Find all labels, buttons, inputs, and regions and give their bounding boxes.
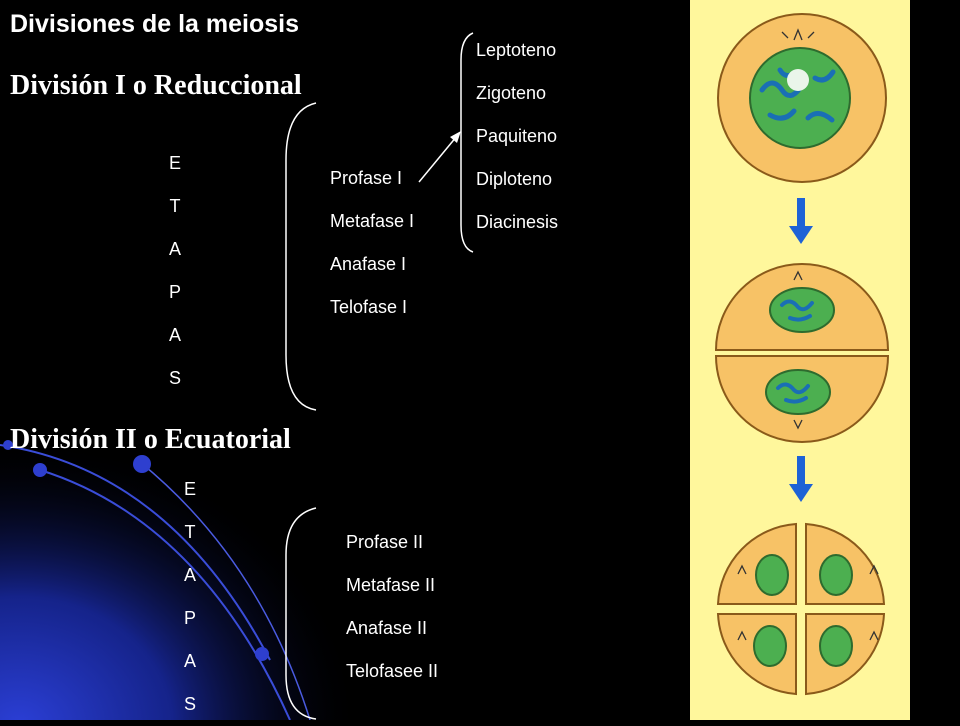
meiosis-cells-diagram [714, 13, 890, 696]
etapas-letter: A [168, 325, 181, 345]
substage-leptoteno: Leptoteno [476, 40, 557, 60]
division-1-phases: Profase I Metafase I Anafase I Telofase … [330, 157, 414, 329]
phase-anaphase-2: Anafase II [346, 618, 428, 638]
division-1-bracket [285, 102, 317, 411]
etapas-letter: A [183, 651, 196, 671]
division-2-etapas-label: E T A P A S [180, 468, 200, 726]
etapas-letter: P [183, 608, 196, 628]
etapas-letter: A [183, 565, 196, 585]
prophase-substages: Leptoteno Zigoteno Paquiteno Diploteno D… [476, 29, 558, 244]
division-2-heading: División II o Ecuatorial [10, 424, 291, 455]
etapas-letter: E [168, 153, 181, 173]
phase-metaphase-1: Metafase I [330, 211, 415, 231]
division-2-bracket [285, 507, 317, 720]
etapas-letter: S [168, 368, 181, 388]
phase-prophase-1: Profase I [330, 168, 403, 188]
etapas-letter: E [183, 479, 196, 499]
division-2-phases: Profase II Metafase II Anafase II Telofa… [346, 521, 438, 693]
etapas-letter: A [168, 239, 181, 259]
substage-diacinesis: Diacinesis [476, 212, 559, 232]
two-daughter-cells [714, 263, 890, 443]
arrow-icon [418, 131, 461, 183]
down-arrow-icon [789, 456, 813, 502]
substage-diploteno: Diploteno [476, 169, 553, 189]
phase-telophase-1: Telofase I [330, 297, 408, 317]
division-1-etapas-label: E T A P A S [165, 142, 185, 400]
parent-cell [717, 13, 887, 183]
page-title: Divisiones de la meiosis [10, 10, 300, 38]
etapas-letter: T [169, 196, 181, 216]
etapas-letter: S [183, 694, 196, 714]
phase-telophase-2: Telofasee II [346, 661, 439, 681]
etapas-letter: T [184, 522, 196, 542]
substages-bracket [460, 32, 474, 253]
substage-paquiteno: Paquiteno [476, 126, 558, 146]
phase-prophase-2: Profase II [346, 532, 424, 552]
meiosis-illustration-panel [690, 0, 910, 720]
phase-metaphase-2: Metafase II [346, 575, 436, 595]
substage-zigoteno: Zigoteno [476, 83, 547, 103]
etapas-letter: P [168, 282, 181, 302]
phase-anaphase-1: Anafase I [330, 254, 407, 274]
down-arrow-icon [789, 198, 813, 244]
division-1-heading: División I o Reduccional [10, 70, 302, 101]
four-daughter-cells [716, 522, 886, 696]
